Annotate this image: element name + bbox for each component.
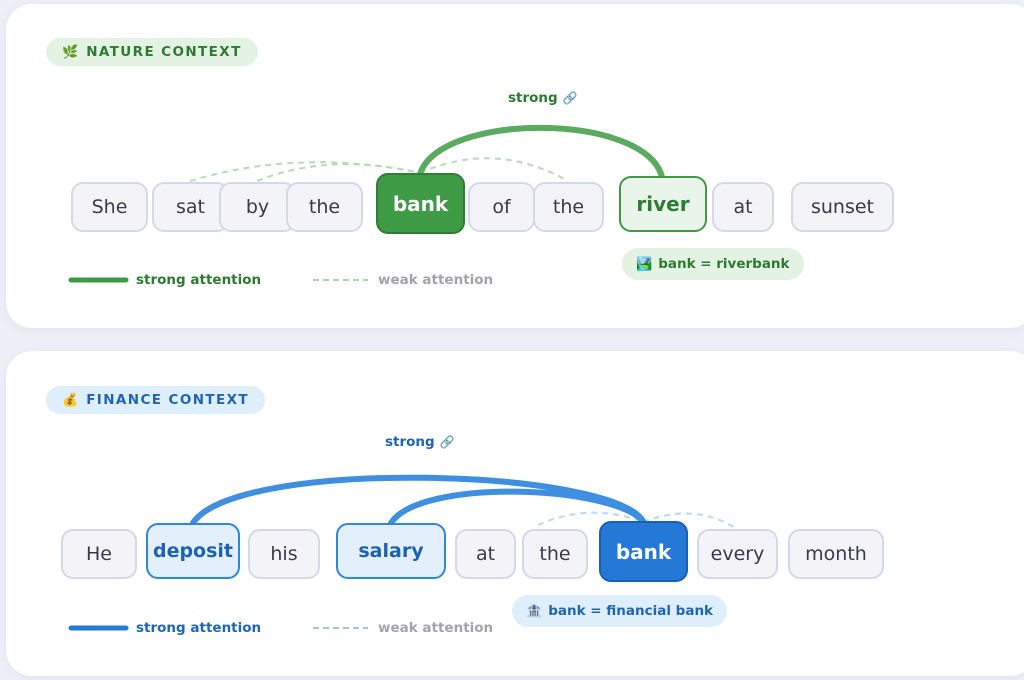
finance-legend-weak: weak attention xyxy=(378,620,494,636)
finance-context-title: FINANCE CONTEXT xyxy=(86,392,250,408)
token-his[interactable]: his xyxy=(248,529,320,579)
nature-meaning-tag: 🏞️ bank = riverbank xyxy=(622,248,804,280)
token-of[interactable]: of xyxy=(468,182,535,232)
token-the[interactable]: the xyxy=(286,182,363,232)
weak-arc-the-bank xyxy=(537,511,644,526)
bank-building-icon: 🏦 xyxy=(526,603,543,619)
token-salary-linked[interactable]: salary xyxy=(336,523,446,579)
finance-strong-label: strong 🔗 xyxy=(385,434,455,450)
weak-arc-bank-the xyxy=(419,157,569,182)
finance-legend-strong: strong attention xyxy=(136,620,262,636)
token-month[interactable]: month xyxy=(788,529,884,579)
token-she[interactable]: She xyxy=(71,182,148,232)
token-sat[interactable]: sat xyxy=(152,182,229,232)
token-deposit-linked[interactable]: deposit xyxy=(146,523,240,579)
token-the[interactable]: the xyxy=(533,182,604,232)
token-the[interactable]: the xyxy=(522,529,588,579)
token-river-linked[interactable]: river xyxy=(619,176,707,232)
finance-context-badge: 💰 FINANCE CONTEXT xyxy=(46,386,266,414)
nature-legend-weak: weak attention xyxy=(378,272,494,288)
link-icon: 🔗 xyxy=(439,435,455,449)
token-sunset[interactable]: sunset xyxy=(791,182,894,232)
strong-arc-salary-bank xyxy=(388,488,646,526)
leaf-icon: 🌿 xyxy=(62,44,79,60)
token-bank-focus[interactable]: bank xyxy=(376,173,465,234)
token-every[interactable]: every xyxy=(697,529,778,579)
token-by[interactable]: by xyxy=(219,182,296,232)
landscape-icon: 🏞️ xyxy=(636,256,653,272)
token-at[interactable]: at xyxy=(712,182,774,232)
money-bag-icon: 💰 xyxy=(62,392,79,408)
weak-arc-bank-every xyxy=(642,512,738,530)
strong-arc-bank-river xyxy=(417,124,665,180)
weak-arc-by-bank xyxy=(256,163,421,182)
token-he[interactable]: He xyxy=(61,529,137,579)
token-bank-focus[interactable]: bank xyxy=(599,521,688,582)
finance-meaning-tag: 🏦 bank = financial bank xyxy=(512,595,728,627)
nature-strong-label: strong 🔗 xyxy=(508,90,578,106)
nature-legend-strong: strong attention xyxy=(136,272,262,288)
nature-context-badge: 🌿 NATURE CONTEXT xyxy=(46,38,258,66)
link-icon: 🔗 xyxy=(562,91,578,105)
nature-context-title: NATURE CONTEXT xyxy=(86,44,242,60)
token-at[interactable]: at xyxy=(455,529,516,579)
